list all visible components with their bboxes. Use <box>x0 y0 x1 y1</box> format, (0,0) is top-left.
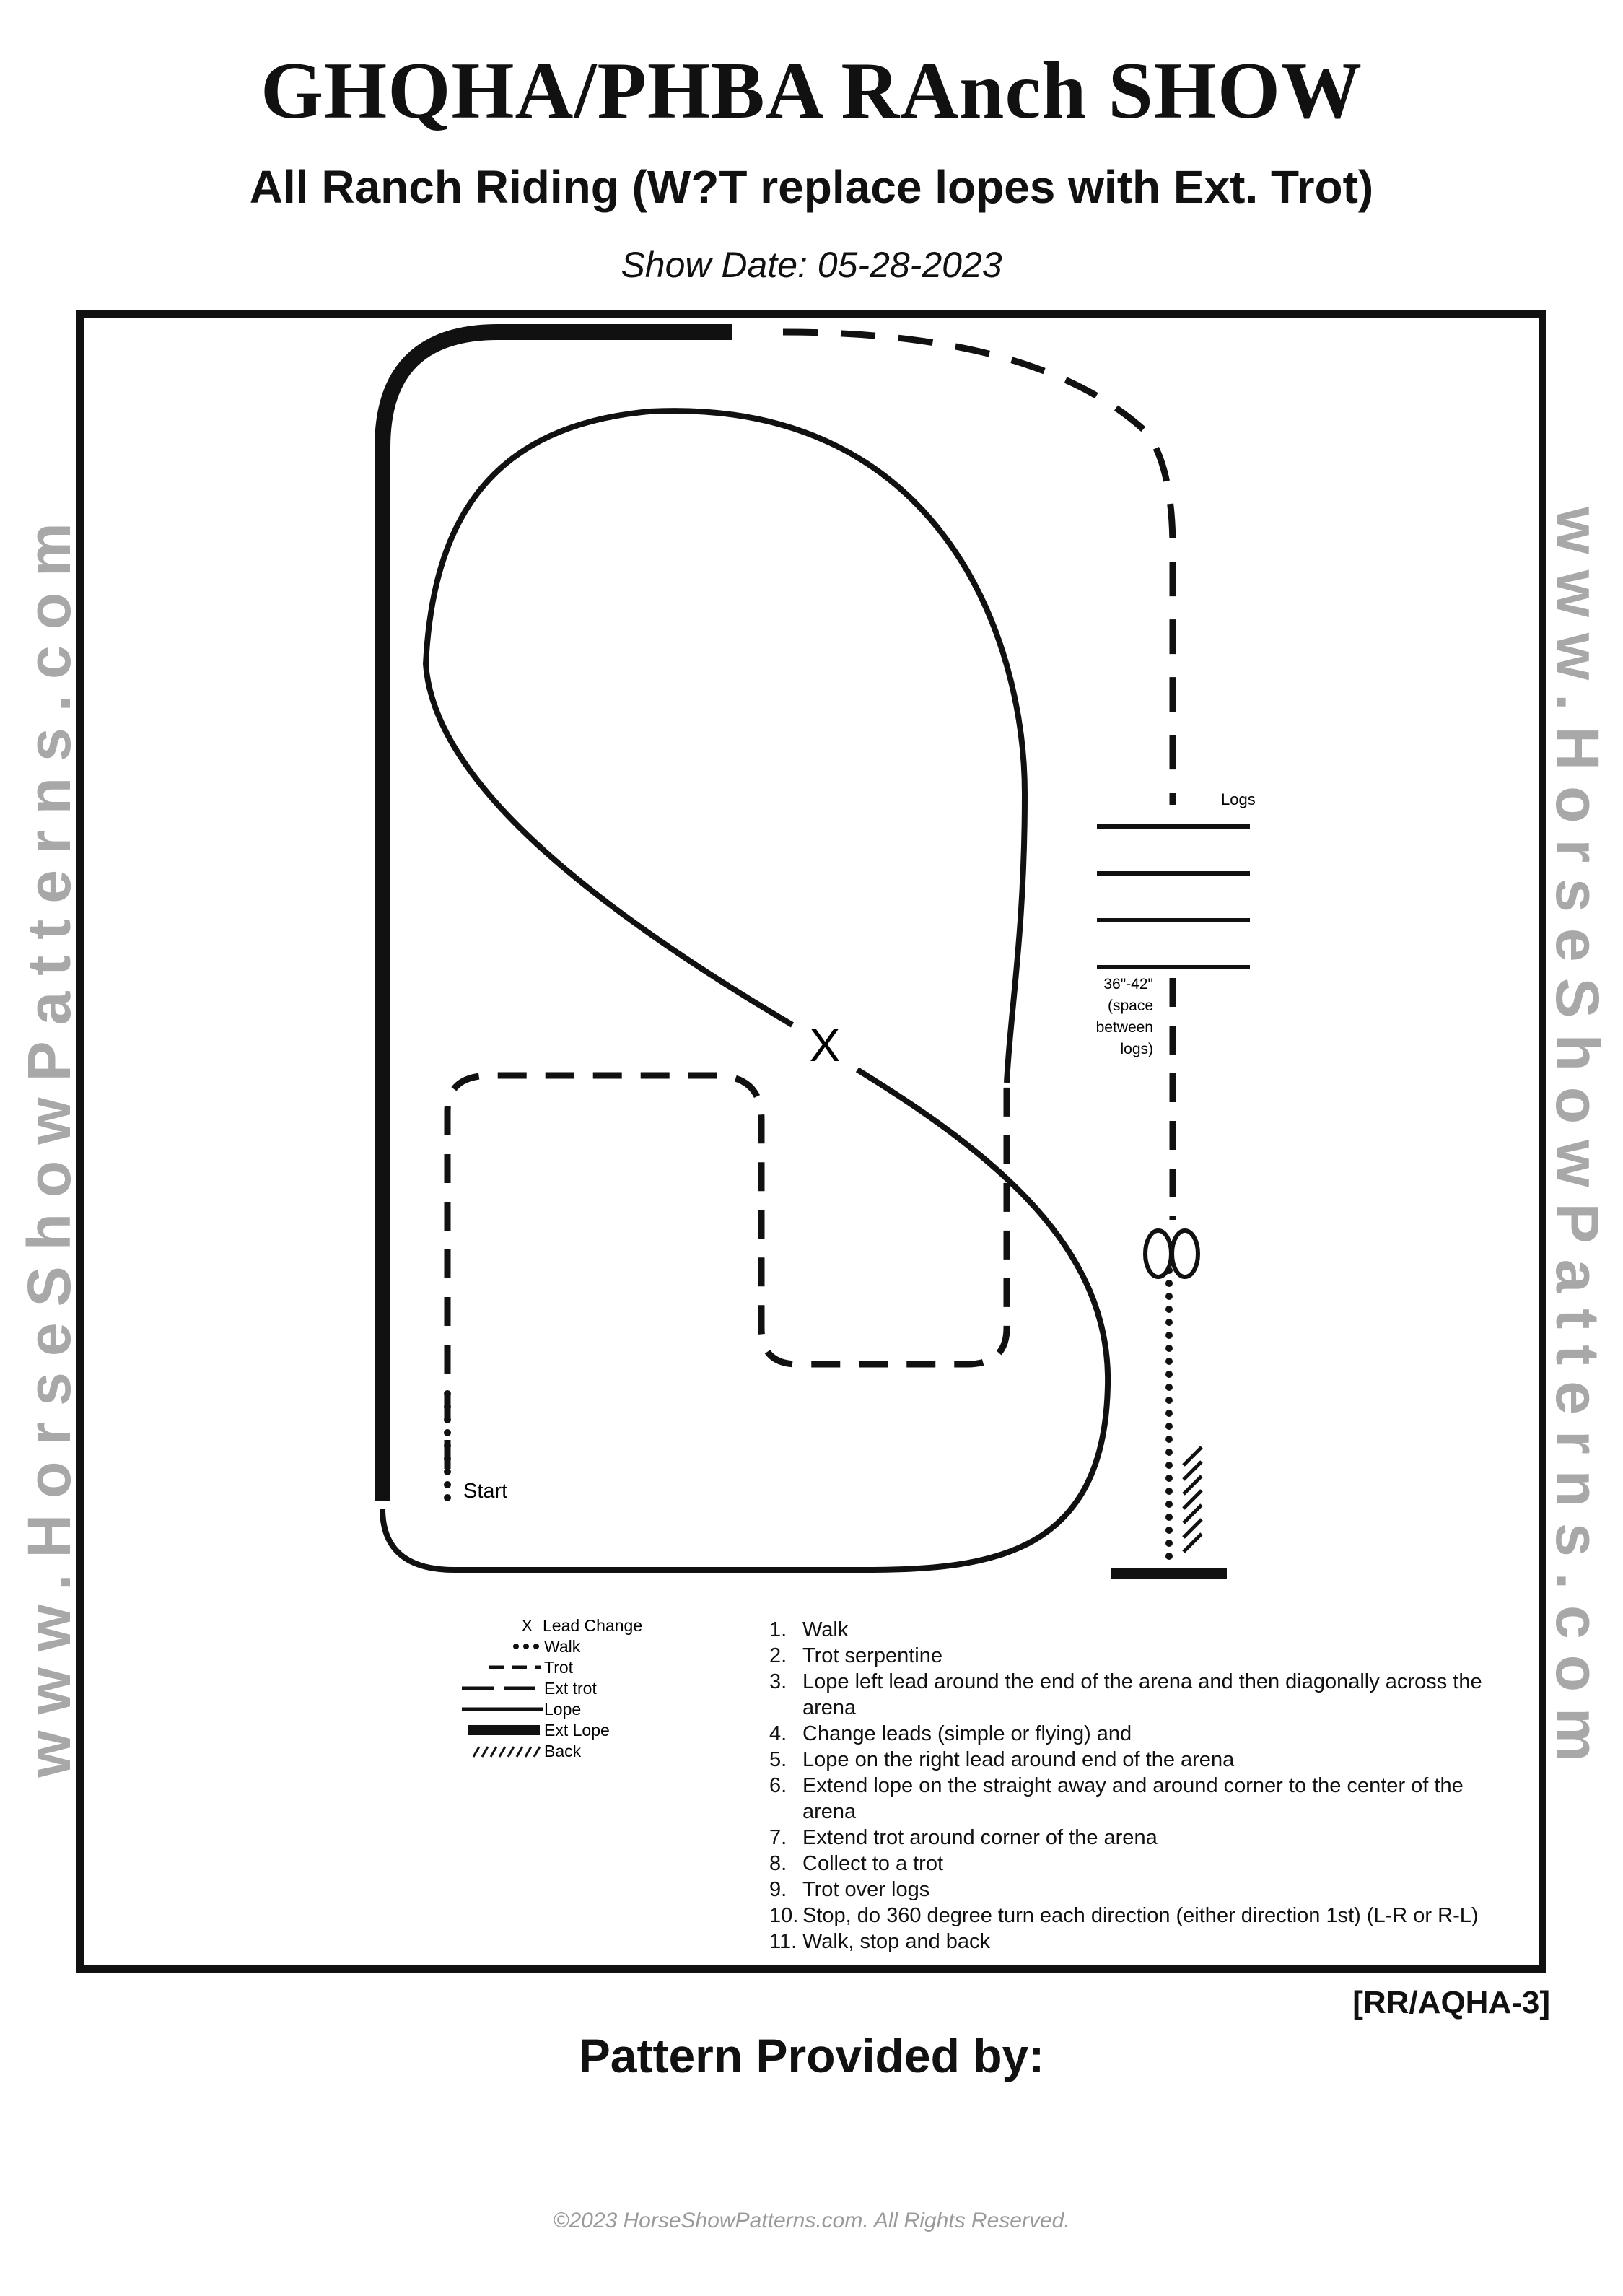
step-number: 10. <box>769 1904 799 1927</box>
pattern-code: [RR/AQHA-3] <box>1352 1985 1550 2020</box>
step-number: 5. <box>769 1748 787 1771</box>
step-item: 3. Lope left lead around the end of the a… <box>769 1669 1520 1695</box>
pattern-steps: 1. Walk 2. Trot serpentine 3. Lope left lead … <box>769 1617 1520 1955</box>
step-number: 7. <box>769 1826 787 1849</box>
step-item: 4. Change leads (simple or flying) and <box>769 1721 1520 1747</box>
step-number: 9. <box>769 1878 787 1901</box>
step-item: 10.Stop, do 360 degree turn each directi… <box>769 1903 1520 1929</box>
step-text: arena <box>802 1800 857 1823</box>
lead-change-marker: X <box>810 1019 841 1071</box>
back-hatch <box>1182 1446 1203 1553</box>
step-text: arena <box>802 1696 857 1719</box>
copyright: ©2023 HorseShowPatterns.com. All Rights … <box>553 2209 1070 2232</box>
step-number: 3. <box>769 1670 787 1693</box>
step-text: Trot serpentine <box>802 1644 942 1667</box>
legend-ext-trot: Ext trot <box>544 1679 597 1698</box>
step-number: 6. <box>769 1774 787 1797</box>
step-item: arena <box>769 1799 1520 1825</box>
path-trot-serpentine <box>444 1072 1010 1469</box>
step-item: arena <box>769 1695 1520 1721</box>
step-item: 5. Lope on the right lead around end of t… <box>769 1747 1520 1773</box>
step-number: 11. <box>769 1930 797 1953</box>
step-item: 8. Collect to a trot <box>769 1851 1520 1877</box>
page-subtitle: All Ranch Riding (W?T replace lopes with… <box>249 161 1374 213</box>
log-spacing-label-2: (space <box>1108 998 1153 1014</box>
arena-border <box>76 310 1546 1973</box>
step-text: Walk <box>802 1618 849 1641</box>
step-item: 6. Extend lope on the straight away and a… <box>769 1773 1520 1799</box>
step-item: 11.Walk, stop and back <box>769 1929 1520 1955</box>
legend-lead-change-symbol: X <box>522 1616 533 1635</box>
step-number: 8. <box>769 1852 787 1875</box>
provided-by: Pattern Provided by: <box>578 2029 1045 2082</box>
step-number: 4. <box>769 1722 787 1745</box>
step-number: 2. <box>769 1644 787 1667</box>
log-spacing-label-4: logs) <box>1120 1041 1153 1057</box>
turn-right-loop <box>1170 1228 1200 1279</box>
turn-left-loop <box>1143 1228 1173 1279</box>
step-text: Change leads (simple or flying) and <box>802 1722 1132 1745</box>
step-item: 1. Walk <box>769 1617 1520 1643</box>
step-text: Extend lope on the straight away and aro… <box>802 1774 1464 1797</box>
legend-lope: Lope <box>544 1700 581 1719</box>
step-text: Walk, stop and back <box>802 1930 991 1953</box>
step-text: Extend trot around corner of the arena <box>802 1826 1158 1849</box>
legend-trot: Trot <box>544 1658 574 1677</box>
step-number: 1. <box>769 1618 787 1641</box>
start-label: Start <box>463 1480 507 1503</box>
path-ext-trot <box>782 328 1176 805</box>
legend-ext-lope: Ext Lope <box>544 1721 610 1740</box>
step-text: Lope on the right lead around end of the… <box>802 1748 1235 1771</box>
log-spacing-label-1: 36"-42" <box>1103 976 1153 992</box>
logs-label: Logs <box>1221 790 1256 808</box>
log-spacing-label-3: between <box>1096 1019 1153 1036</box>
legend-lead-change: Lead Change <box>543 1616 642 1635</box>
path-lope-left-lead <box>422 408 1028 1083</box>
path-ext-lope <box>375 324 732 1501</box>
path-lope-right-lead <box>380 1067 1111 1573</box>
legend-walk: Walk <box>544 1637 581 1656</box>
show-date: Show Date: 05-28-2023 <box>621 245 1002 285</box>
step-text: Collect to a trot <box>802 1852 944 1875</box>
step-item: 9. Trot over logs <box>769 1877 1520 1903</box>
step-text: Stop, do 360 degree turn each direction … <box>802 1904 1479 1927</box>
legend-back: Back <box>544 1742 582 1760</box>
step-text: Trot over logs <box>802 1878 930 1901</box>
step-item: 2. Trot serpentine <box>769 1643 1520 1669</box>
step-text: Lope left lead around the end of the are… <box>802 1670 1482 1693</box>
legend-back-sample <box>472 1746 541 1758</box>
step-item: 7. Extend trot around corner of the arena <box>769 1825 1520 1851</box>
page-title: GHQHA/PHBA RAnch SHOW <box>261 46 1362 136</box>
